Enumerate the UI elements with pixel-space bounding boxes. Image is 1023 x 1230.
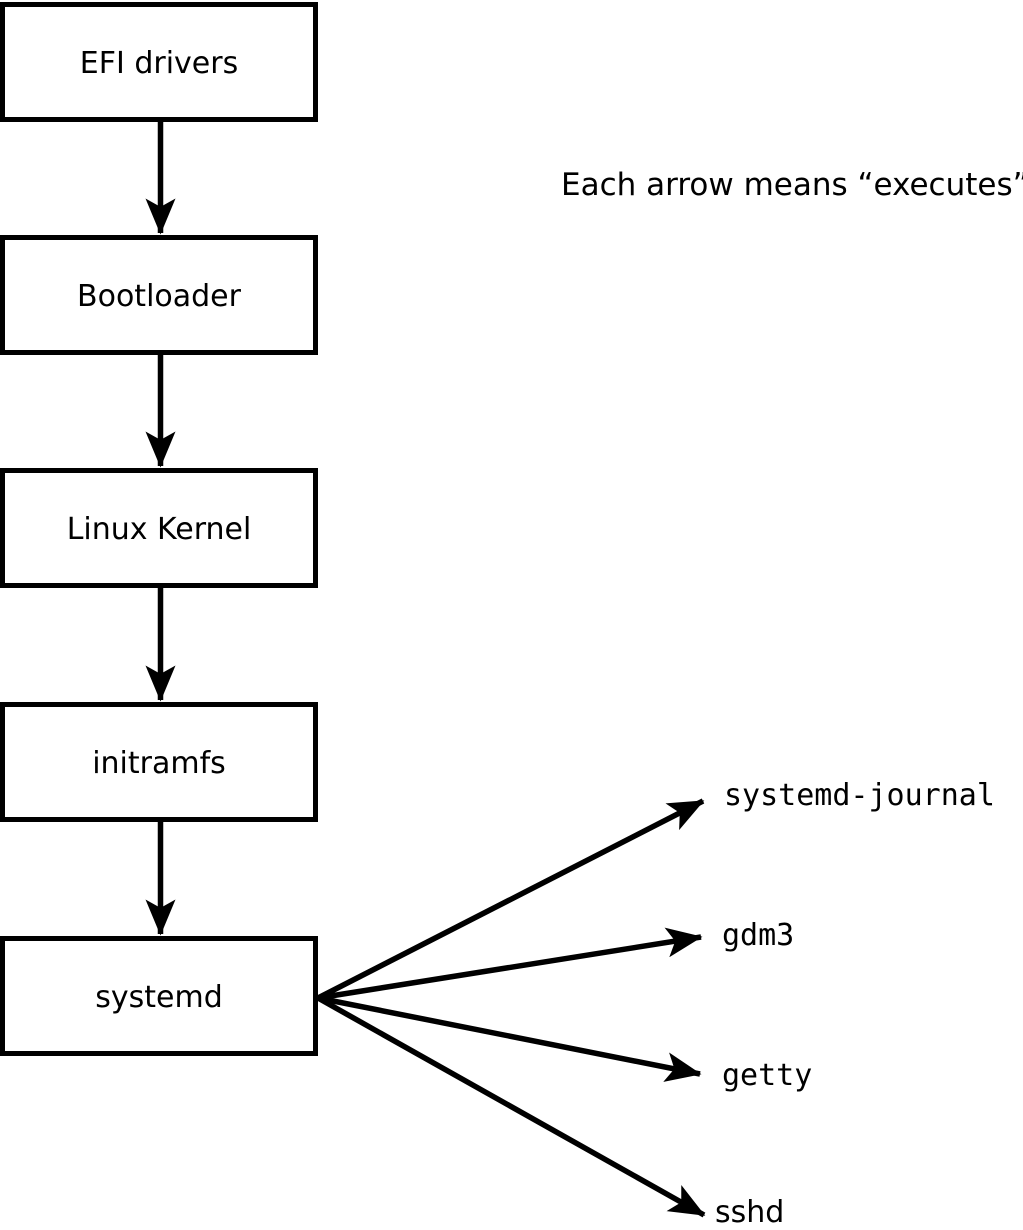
label-systemd-journal: systemd-journal (724, 778, 995, 813)
box-systemd-rect (0, 936, 318, 1056)
label-getty: getty (722, 1058, 812, 1093)
box-linux-kernel-rect (0, 468, 318, 588)
label-sshd: sshd (715, 1195, 784, 1230)
box-linux-kernel-label: Linux Kernel (67, 512, 252, 547)
arrow-systemd-to-sshd (316, 995, 706, 1218)
arrow-systemd-to-getty (317, 995, 702, 1082)
box-efi-drivers-label: EFI drivers (80, 46, 238, 81)
box-linux-kernel: Linux Kernel (0, 468, 318, 588)
box-initramfs-rect (0, 702, 318, 822)
annotation-arrow-meaning: Each arrow means “executes”. (561, 167, 1023, 203)
box-systemd-label: systemd (95, 980, 223, 1015)
arrow-systemd-to-systemd-journal (316, 798, 705, 1001)
box-bootloader-rect (0, 235, 318, 355)
box-efi-drivers-rect (0, 2, 318, 122)
box-systemd: systemd (0, 936, 318, 1056)
box-bootloader: Bootloader (0, 235, 318, 355)
box-efi-drivers: EFI drivers (0, 2, 318, 122)
box-initramfs-label: initramfs (92, 746, 226, 781)
box-bootloader-label: Bootloader (77, 279, 242, 314)
arrow-systemd-to-gdm3 (317, 927, 703, 1001)
label-gdm3: gdm3 (722, 918, 794, 953)
box-initramfs: initramfs (0, 702, 318, 822)
